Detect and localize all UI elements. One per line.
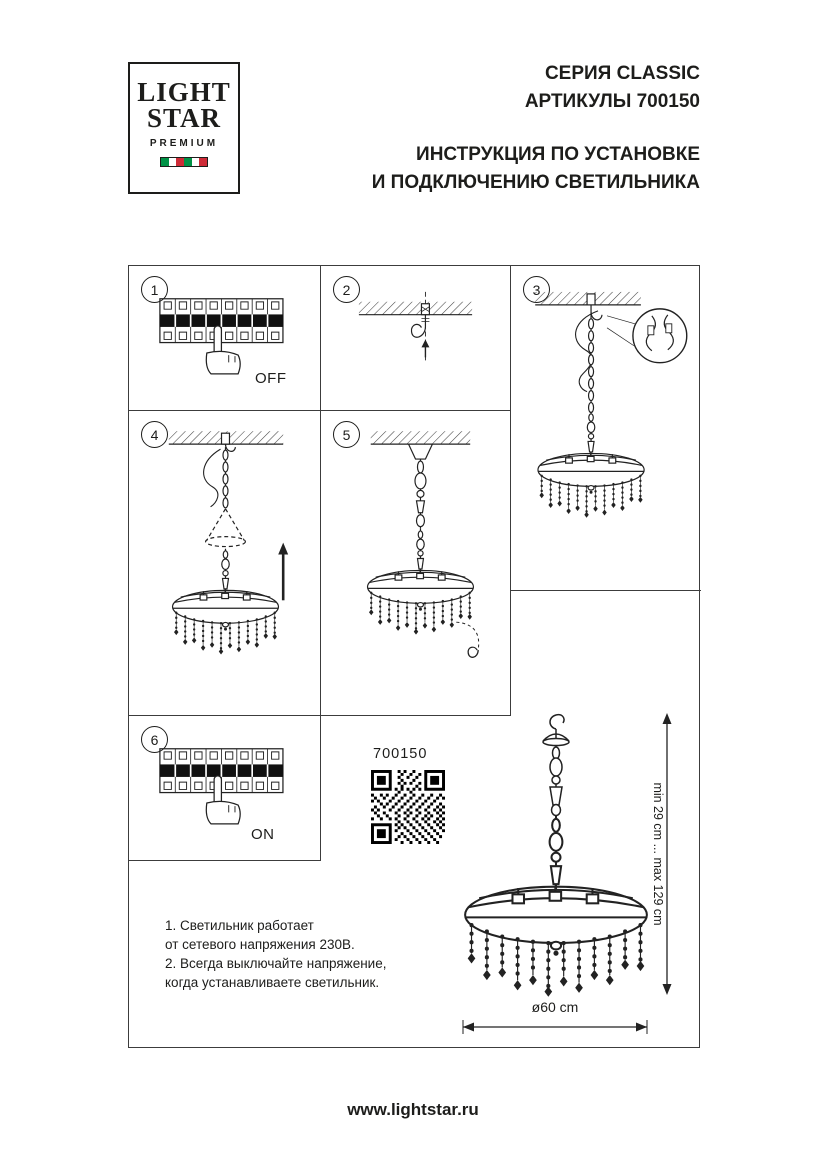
step-5-panel: 5 [321,411,511,716]
step-3-panel: 3 [511,266,701,591]
note-line: когда устанавливаете светильник. [165,975,380,990]
step-number: 1 [150,281,159,298]
instruction-title-line1: ИНСТРУКЦИЯ ПО УСТАНОВКЕ [416,144,700,165]
step-6-panel: 6 ON [129,716,321,861]
product-drawing-chandelier [446,713,666,1009]
step-number-badge: 3 [523,276,550,303]
note-line: от сетевого напряжения 230В. [165,937,355,952]
step-number: 6 [150,731,159,748]
step-number: 4 [150,426,159,443]
step-number-badge: 2 [333,276,360,303]
step-number: 2 [342,281,351,298]
note-line: 1. Светильник работает [165,918,314,933]
safety-notes: 1. Светильник работает от сетевого напря… [165,916,386,992]
lightstar-logo: LIGHT STAR PREMIUM [128,62,240,194]
article-number-line: АРТИКУЛЫ 700150 [524,91,700,112]
off-label: OFF [255,370,287,387]
step-1-panel: 1 OFF [129,266,321,411]
italy-flag-icon [160,157,208,167]
step-number: 5 [342,426,351,443]
logo-word-premium: PREMIUM [149,138,219,149]
logo-word-star: STAR [146,103,222,133]
step-number-badge: 5 [333,421,360,448]
diameter-dimension-arrow [462,1020,648,1034]
diameter-dimension: ø60 cm [459,999,651,1037]
step-number-badge: 4 [141,421,168,448]
hanging-and-wiring-illustration [535,291,688,519]
on-label: ON [251,826,275,843]
chandelier-illustration [465,815,647,997]
decor-attachment-illustration [366,431,480,658]
logo-word-light: LIGHT [137,77,231,107]
chandelier-illustration [171,548,280,656]
chandelier-illustration [536,411,646,519]
diameter-dimension-label: ø60 cm [531,999,579,1015]
qr-code [371,770,445,844]
step-number-badge: 6 [141,726,168,753]
step-number-badge: 1 [141,276,168,303]
ceiling-hook-illustration [358,291,473,364]
canopy-raise-illustration [168,431,289,656]
website-url: www.lightstar.ru [347,1100,479,1119]
article-number: 700150 [373,746,428,762]
note-line: 2. Всегда выключайте напряжение, [165,956,387,971]
steps-grid: 1 OFF 2 [128,265,701,1048]
height-dimension-label: min 29 cm ... max 129 cm [651,782,665,926]
step-number: 3 [532,281,541,298]
step-2-panel: 2 [321,266,511,411]
instruction-title-line2: И ПОДКЛЮЧЕНИЮ СВЕТИЛЬНИКА [371,172,700,193]
step-4-panel: 4 [129,411,321,716]
document-header: СЕРИЯ CLASSIC АРТИКУЛЫ 700150 ИНСТРУКЦИЯ… [372,60,700,197]
series-title: СЕРИЯ CLASSIC [544,63,700,84]
chandelier-illustration [366,528,475,636]
height-dimension-arrow [662,713,672,995]
